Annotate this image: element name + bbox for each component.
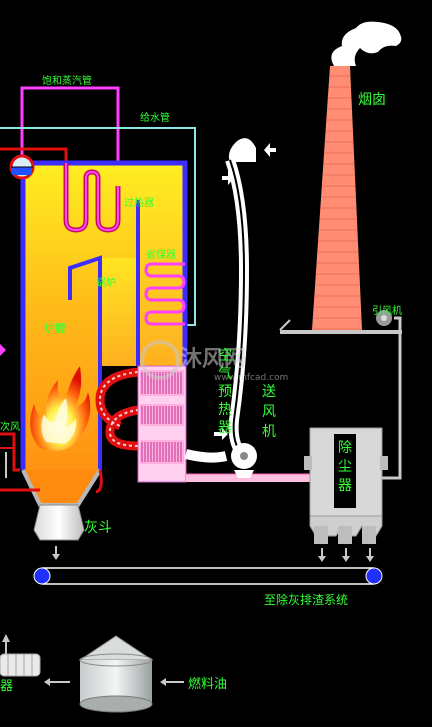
fuel-oil-tank [78,635,154,713]
ash-conveyor [33,567,383,585]
label-dust-collector: 除尘器 [338,440,352,494]
label-saturated-steam-pipe: 饱和蒸汽管 [42,74,92,87]
label-forced-fan: 送风机 [262,384,276,440]
fuel-line [2,634,184,686]
label-economizer: 省煤器 [146,248,176,261]
superheater-coil [63,163,121,233]
dust-collector [304,427,388,544]
label-fuel-oil: 燃料油 [188,676,227,692]
label-feed-water-pipe: 给水管 [140,111,170,124]
left-edge-fragments [0,344,103,494]
watermark: 沐风网 www.mfcad.com [140,340,288,383]
label-induced-fan: 引风机 [372,304,402,317]
burner-flame [30,366,91,451]
economizer-coil [144,262,186,326]
watermark-url: www.mfcad.com [214,373,288,383]
chimney-smoke [331,21,402,67]
left-heater-device [0,653,41,677]
label-left-edge-air: 次风 [0,420,20,433]
hot-air-duct-loop [95,367,139,451]
label-superheater: 过热器 [124,196,154,209]
chimney [312,66,362,330]
exhaust-duct [279,316,402,480]
label-chimney: 烟囱 [358,92,386,108]
label-ash-hopper: 灰斗 [84,520,112,536]
air-preheater [137,365,187,483]
induced-fan [376,310,392,326]
down-arrows [52,546,374,562]
steam-drum-red-pipe [0,147,68,163]
label-left-edge-device: 器 [0,679,13,694]
saturated-steam-pipe [20,86,120,186]
forced-fan-duct [184,138,276,478]
ash-hopper [33,504,85,541]
label-boiler: 锅炉 [96,277,116,289]
label-ash-removal: 至除灰排渣系统 [264,592,348,607]
steam-drum [9,154,35,180]
feed-water-pipe [0,127,196,326]
watermark-brand: 沐风网 [180,347,246,372]
label-air-preheater: 空气预热器 [218,348,232,436]
label-furnace: 炉膛 [44,321,66,335]
